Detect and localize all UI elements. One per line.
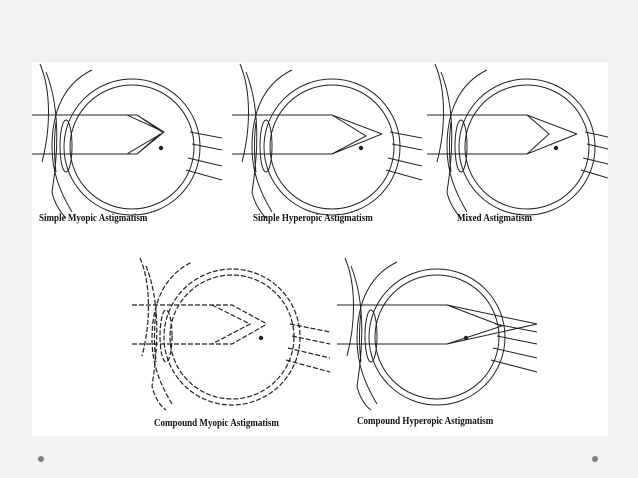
caption-mixed: Mixed Astigmatism <box>457 213 532 224</box>
caption-simple-hyperopic: Simple Hyperopic Astigmatism <box>253 213 373 224</box>
slide-bullet-left-icon <box>38 456 44 462</box>
slide-panel: Simple Myopic Astigmatism Simple Hyperop… <box>32 62 608 436</box>
caption-compound-hyperopic: Compound Hyperopic Astigmatism <box>357 416 494 427</box>
slide-bullet-right-icon <box>592 456 598 462</box>
eye-diagram-simple-hyperopic <box>232 63 422 219</box>
eye-diagram-simple-myopic <box>32 63 222 219</box>
caption-compound-myopic: Compound Myopic Astigmatism <box>154 418 279 429</box>
caption-simple-myopic: Simple Myopic Astigmatism <box>39 213 148 224</box>
eye-diagram-mixed <box>427 63 608 219</box>
eye-diagram-compound-hyperopic <box>337 257 538 411</box>
eye-diagram-compound-myopic <box>132 257 331 411</box>
